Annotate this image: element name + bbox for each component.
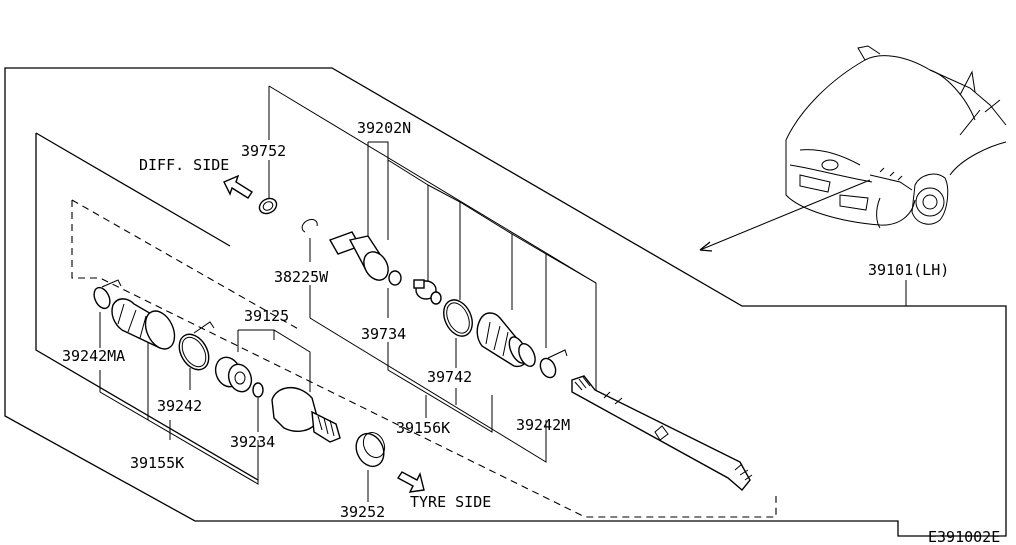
label-39125: 39125 [244, 307, 289, 325]
car-pointer-arrowhead [699, 241, 713, 252]
leader-39734 [387, 288, 493, 433]
label-39752: 39752 [241, 142, 286, 160]
car-illustration [785, 45, 1007, 229]
part-inner-boot [476, 312, 536, 368]
part-39742-band [443, 299, 473, 337]
label-39156K: 39156K [396, 419, 450, 437]
label-39252: 39252 [340, 503, 385, 521]
part-38225W-circlip [301, 219, 318, 233]
label-39234: 39234 [230, 433, 275, 451]
leader-39752 [268, 85, 597, 284]
label-39155K: 39155K [130, 454, 184, 472]
part-outer-joint-housing [271, 387, 341, 443]
leader-39125 [237, 329, 311, 392]
part-39242MA-band [93, 286, 111, 310]
assembly-frame [4, 67, 1007, 537]
shaft-subassembly-dashed-frame [71, 199, 777, 518]
part-39202N-inner-joint [328, 231, 389, 281]
diagram-code: E391002E [928, 528, 1000, 545]
part-39234-circlip [252, 382, 264, 398]
leader-39202N [367, 141, 597, 390]
part-39242-band-tail [193, 321, 215, 334]
label-diff-side: DIFF. SIDE [139, 156, 229, 174]
label-tyre-side: TYRE SIDE [410, 493, 491, 511]
part-39742-band-inner [446, 302, 470, 334]
part-39242M-band [539, 357, 557, 379]
part-39752-ring [258, 197, 278, 215]
part-39242-band [178, 333, 210, 371]
leader-39242MA [99, 312, 259, 485]
label-38225W: 38225W [274, 268, 329, 286]
label-39734: 39734 [361, 325, 406, 343]
label-39242MA: 39242MA [62, 347, 125, 365]
outer-joint-group-frame [35, 132, 259, 481]
label-39242: 39242 [157, 397, 202, 415]
part-tripod-spider [413, 279, 442, 305]
label-39202N: 39202N [357, 119, 411, 137]
part-outer-boot [111, 298, 176, 350]
label-39742: 39742 [427, 368, 472, 386]
part-drive-shaft [571, 375, 753, 492]
part-39125-joint-inner [214, 356, 253, 393]
label-39101-lh: 39101(LH) [868, 261, 949, 279]
leader-38225W [309, 238, 547, 463]
part-39252-dust-cover [355, 431, 386, 468]
label-39242M: 39242M [516, 416, 570, 434]
part-39242-band-inner [181, 336, 207, 368]
diff-side-arrow [223, 174, 253, 199]
part-39734-ring [388, 270, 402, 286]
car-pointer-arrow [699, 179, 871, 251]
part-39242M-band-tail [547, 349, 568, 359]
tyre-side-arrow [396, 471, 425, 493]
part-39752-ring-inner [262, 201, 274, 211]
part-39242MA-band-tail [101, 279, 122, 288]
